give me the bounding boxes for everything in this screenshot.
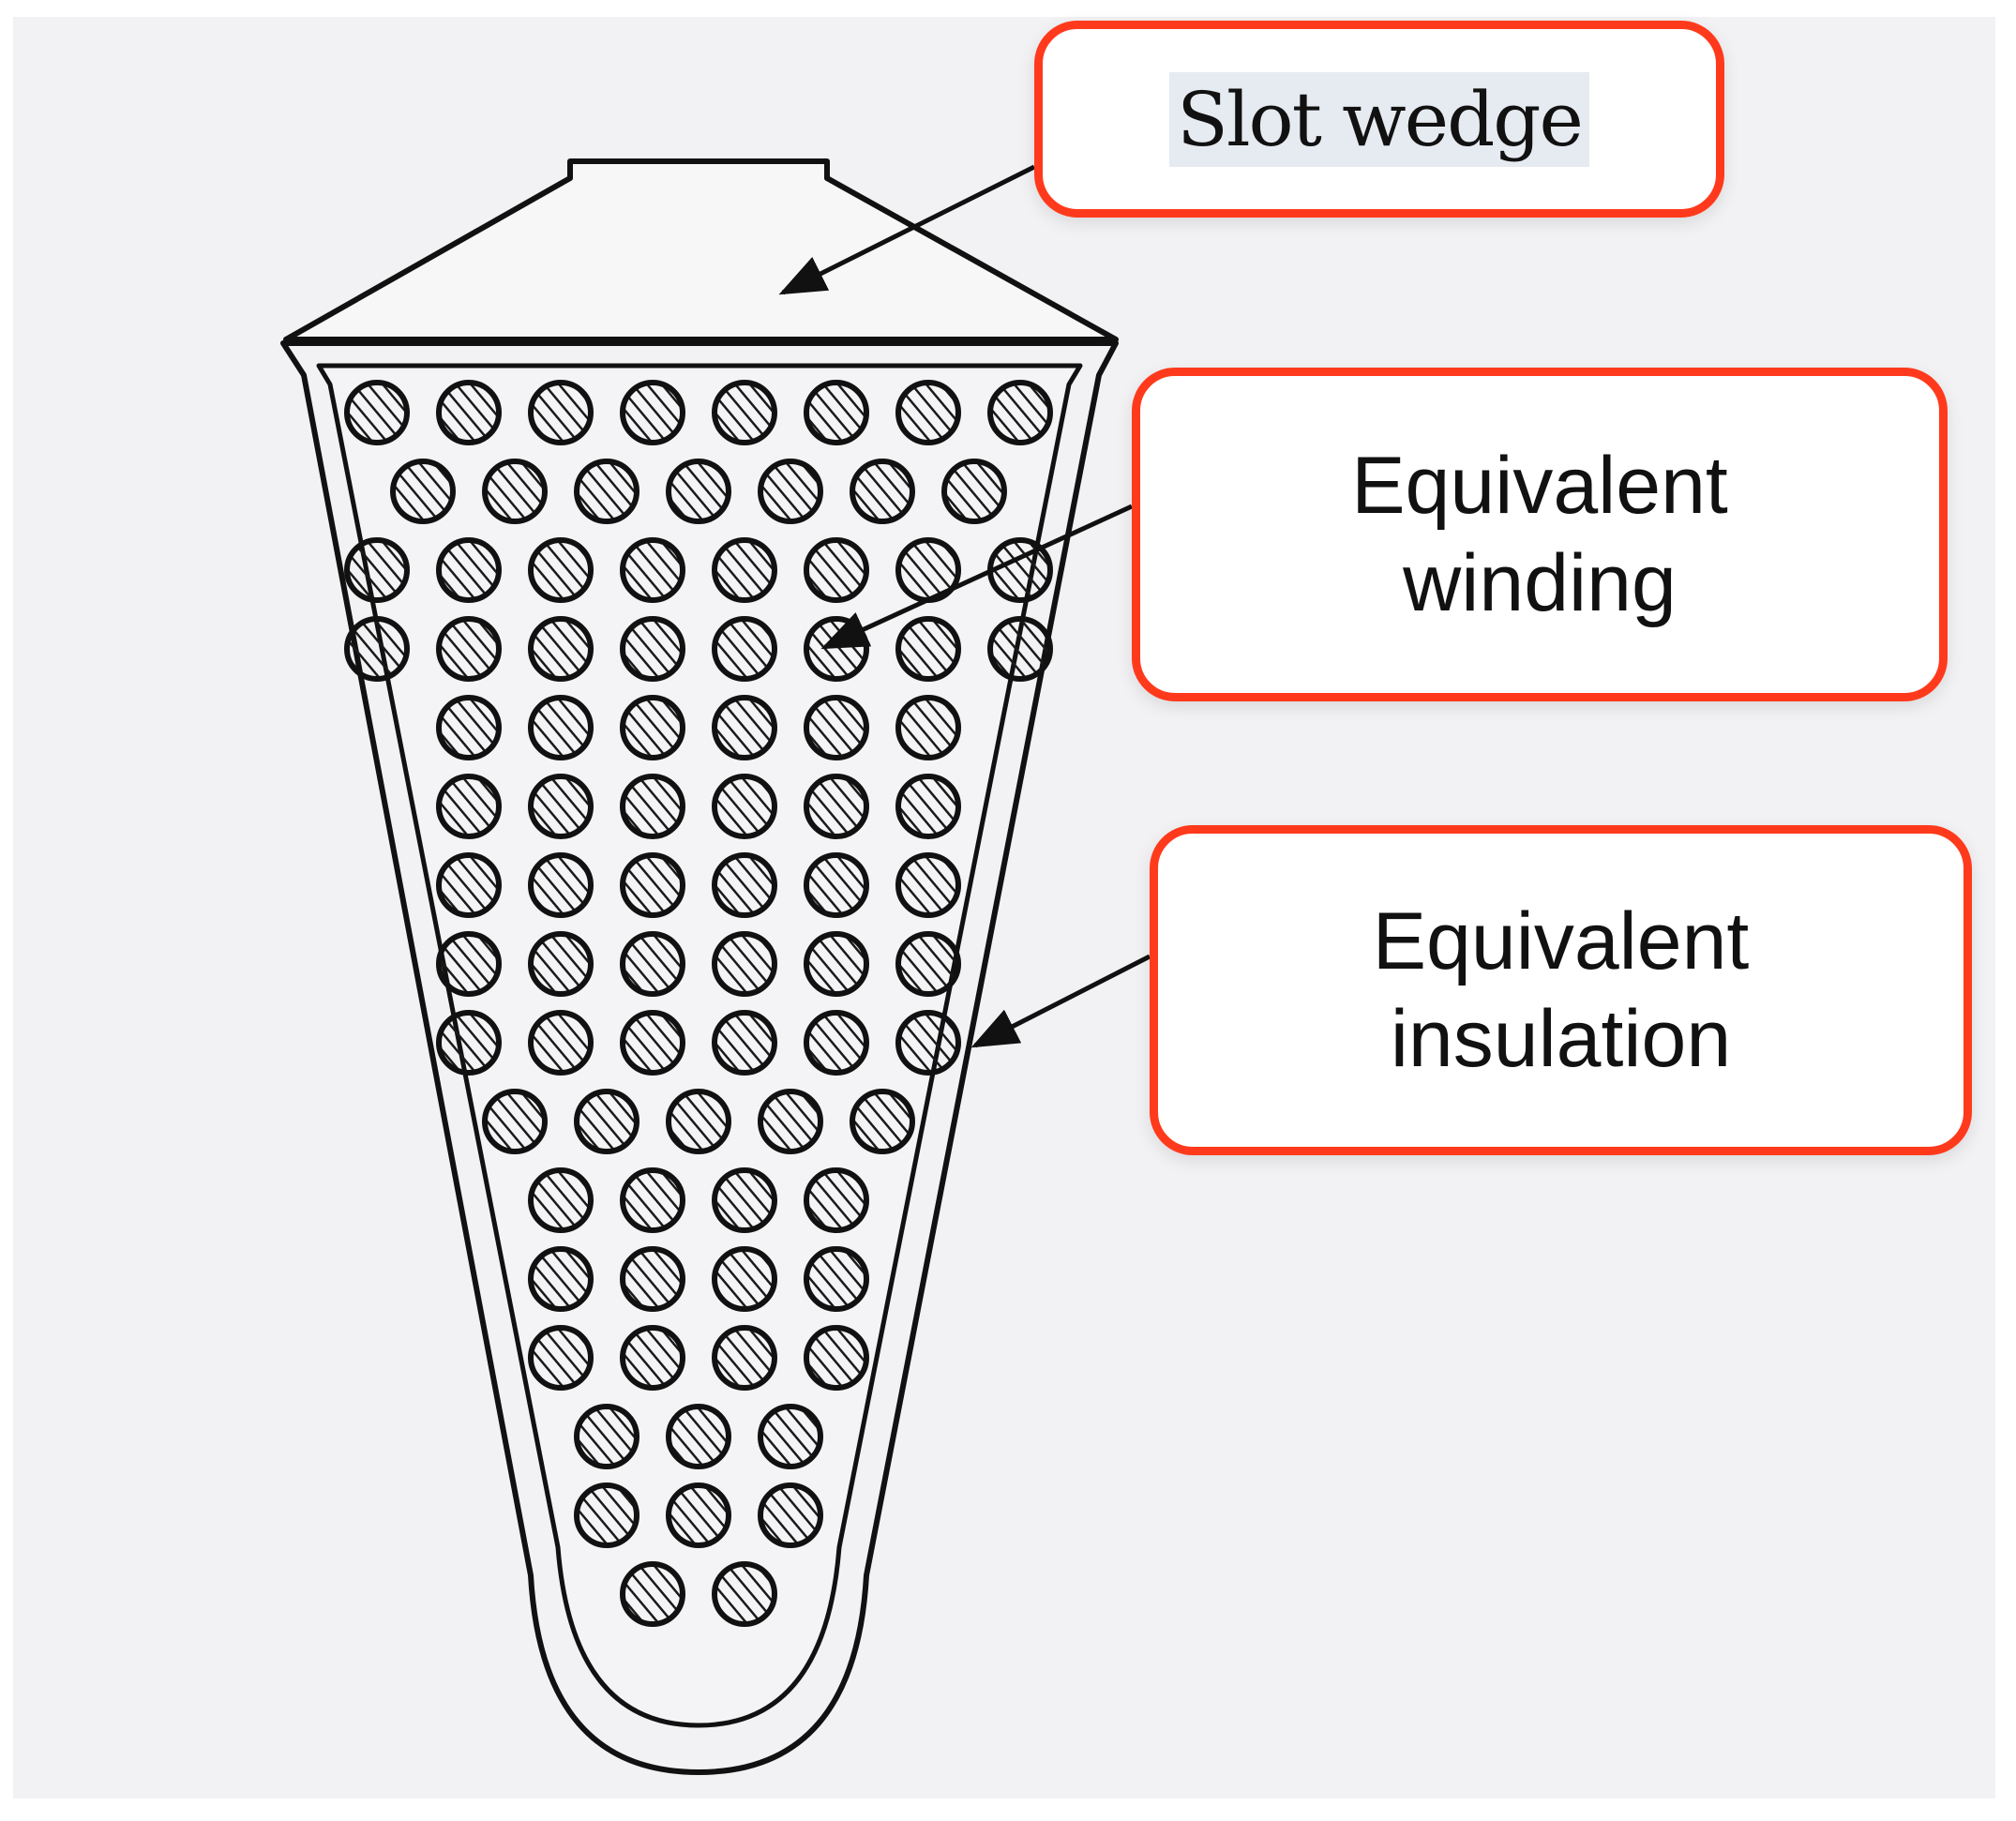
conductor — [804, 537, 869, 603]
conductor — [528, 931, 594, 997]
slot-wedge-shape — [283, 158, 1119, 342]
conductor — [987, 380, 1053, 445]
equivalent-insulation-callout: Equivalent insulation — [1150, 825, 1972, 1155]
conductor — [344, 537, 410, 603]
conductor — [712, 616, 777, 682]
conductor — [804, 616, 869, 682]
conductor — [758, 1482, 823, 1548]
conductor — [620, 1325, 685, 1391]
conductor — [436, 931, 502, 997]
conductor — [390, 459, 456, 524]
conductor — [574, 1404, 639, 1469]
conductor — [436, 537, 502, 603]
conductor — [436, 380, 502, 445]
conductor — [666, 1404, 731, 1469]
equivalent-winding-conductors — [344, 380, 1053, 1627]
conductor — [574, 459, 639, 524]
conductor — [620, 1010, 685, 1076]
conductor — [712, 1246, 777, 1312]
conductor — [895, 852, 961, 918]
conductor — [895, 380, 961, 445]
conductor — [620, 931, 685, 997]
conductor — [758, 459, 823, 524]
conductor — [895, 695, 961, 760]
conductor — [436, 852, 502, 918]
conductor — [712, 1561, 777, 1627]
conductor — [528, 616, 594, 682]
conductor — [712, 774, 777, 839]
conductor — [758, 1089, 823, 1154]
slot-wedge-callout: Slot wedge — [1034, 21, 1724, 218]
conductor — [895, 774, 961, 839]
conductor — [804, 1167, 869, 1233]
conductor — [620, 537, 685, 603]
equivalent-winding-label: Equivalent winding — [1351, 441, 1728, 628]
conductor — [620, 852, 685, 918]
conductor — [850, 459, 915, 524]
conductor — [436, 774, 502, 839]
conductor — [436, 616, 502, 682]
conductor — [804, 852, 869, 918]
conductor — [712, 695, 777, 760]
conductor — [804, 1010, 869, 1076]
conductor — [666, 459, 731, 524]
conductor — [804, 695, 869, 760]
slot-wedge-label: Slot wedge — [1169, 71, 1589, 167]
arrow-equivalent-insulation — [970, 954, 1151, 1048]
equivalent-insulation-label: Equivalent insulation — [1372, 896, 1750, 1084]
conductor — [895, 931, 961, 997]
arrow-slot-wedge — [778, 164, 1036, 295]
conductor — [482, 1089, 548, 1154]
conductor — [804, 931, 869, 997]
conductor — [712, 537, 777, 603]
conductor — [804, 380, 869, 445]
conductor — [620, 380, 685, 445]
conductor — [712, 852, 777, 918]
conductor — [712, 1010, 777, 1076]
conductor — [574, 1482, 639, 1548]
conductor — [620, 1561, 685, 1627]
conductor — [574, 1089, 639, 1154]
conductor — [666, 1089, 731, 1154]
conductor — [712, 1325, 777, 1391]
conductor — [620, 695, 685, 760]
arrow-equivalent-winding — [820, 504, 1134, 650]
conductor — [804, 1325, 869, 1391]
conductor — [620, 616, 685, 682]
conductor — [712, 380, 777, 445]
equivalent-insulation-shape — [316, 363, 1083, 1728]
conductor — [941, 459, 1007, 524]
conductor — [528, 1167, 594, 1233]
conductor — [528, 1325, 594, 1391]
conductor — [895, 1010, 961, 1076]
conductor — [987, 616, 1053, 682]
conductor — [528, 380, 594, 445]
conductor — [712, 1167, 777, 1233]
conductor — [895, 616, 961, 682]
conductor — [666, 1482, 731, 1548]
conductor — [528, 774, 594, 839]
conductor — [850, 1089, 915, 1154]
conductor — [620, 774, 685, 839]
conductor — [620, 1167, 685, 1233]
conductor — [804, 1246, 869, 1312]
conductor — [712, 931, 777, 997]
conductor — [758, 1404, 823, 1469]
conductor — [528, 1246, 594, 1312]
conductor — [436, 1010, 502, 1076]
conductor — [344, 380, 410, 445]
equivalent-winding-callout: Equivalent winding — [1132, 368, 1948, 701]
conductor — [528, 1010, 594, 1076]
conductor — [436, 695, 502, 760]
conductor — [344, 616, 410, 682]
conductor — [804, 774, 869, 839]
conductor — [528, 537, 594, 603]
conductor — [620, 1246, 685, 1312]
conductor — [528, 852, 594, 918]
conductor — [528, 695, 594, 760]
conductor — [482, 459, 548, 524]
